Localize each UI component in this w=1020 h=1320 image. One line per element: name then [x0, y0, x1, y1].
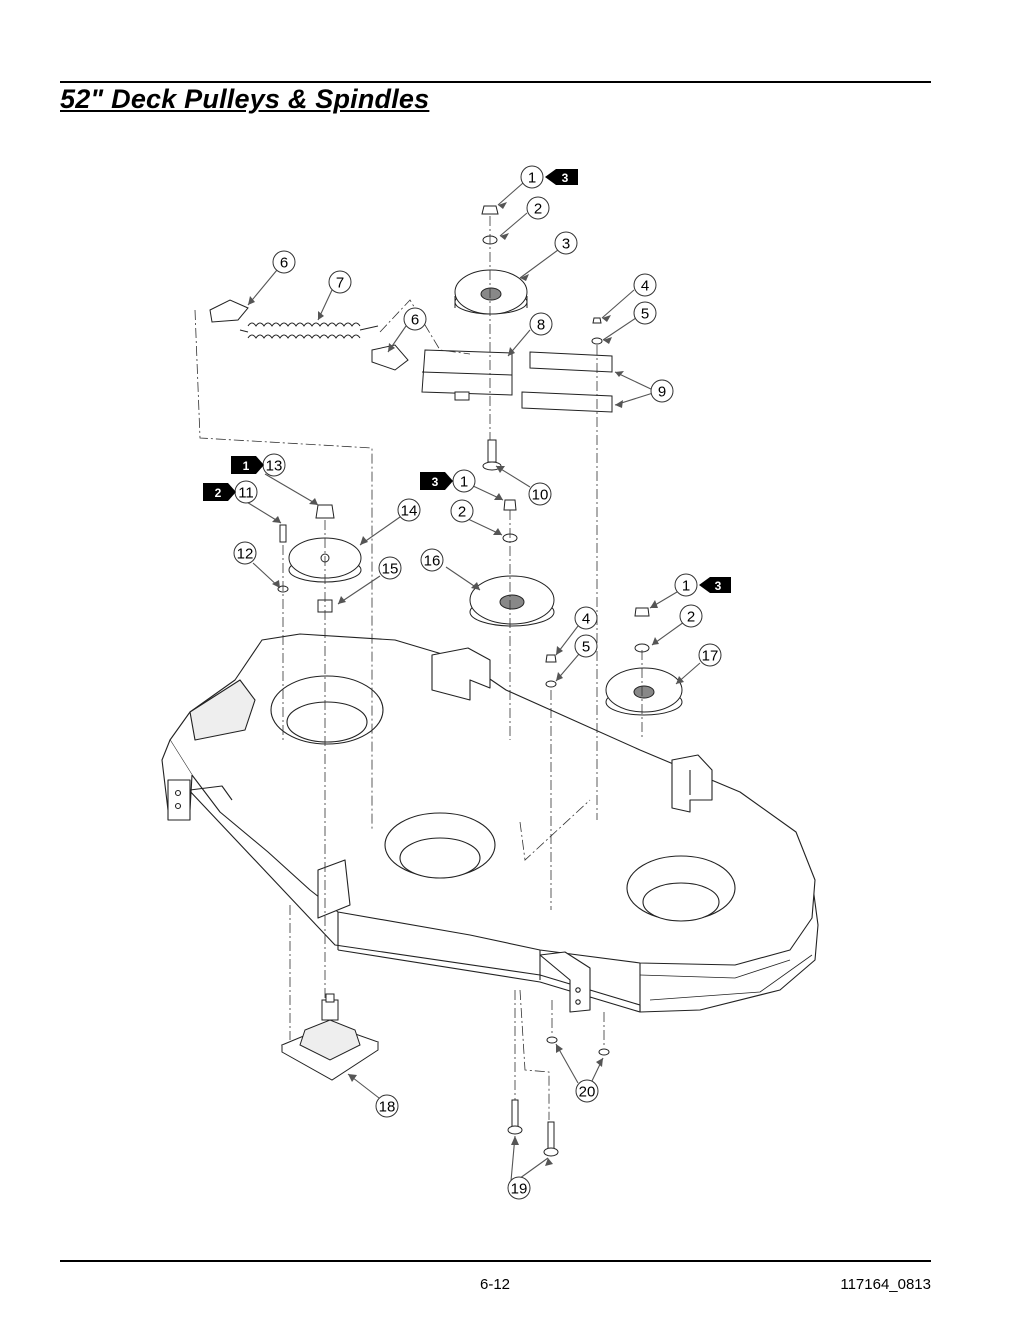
callout-label: 16: [424, 553, 441, 570]
callout-label: 5: [582, 639, 590, 656]
arrowheads: [248, 202, 684, 1166]
callout-label: 15: [382, 561, 399, 578]
callout-label: 9: [658, 384, 666, 401]
note-flag-label: 2: [215, 486, 222, 500]
callout-label: 2: [458, 504, 466, 521]
hardware: [277, 205, 650, 1157]
assembly-centerlines: [194, 216, 643, 1120]
note-flag-label: 1: [243, 459, 250, 473]
mower-deck: [161, 633, 819, 1013]
note-flag-label: 3: [432, 475, 439, 489]
callout-label: 19: [511, 1181, 528, 1198]
document-id: 117164_0813: [840, 1276, 931, 1293]
footer-rule: [60, 1260, 931, 1262]
page-title: 52" Deck Pulleys & Spindles: [60, 84, 430, 114]
callout-label: 13: [266, 458, 283, 475]
callout-label: 17: [702, 648, 719, 665]
note-flag-label: 3: [562, 171, 569, 185]
note-flags: [203, 169, 731, 593]
callout-label: 11: [238, 485, 254, 502]
deck-spindle-openings: [270, 675, 736, 922]
page-number: 6-12: [479, 1276, 511, 1293]
callout-label: 1: [460, 474, 468, 491]
callout-label: 12: [237, 546, 254, 563]
callout-label: 6: [280, 255, 288, 272]
callout-label: 2: [687, 609, 695, 626]
callout-label: 3: [562, 236, 570, 253]
callout-label: 18: [379, 1099, 396, 1116]
callout-label: 2: [534, 201, 542, 218]
callout-label: 10: [532, 487, 549, 504]
note-flag-label: 3: [715, 579, 722, 593]
callout-label: 7: [336, 275, 344, 292]
spindle-assembly: [280, 993, 380, 1081]
callout-label: 14: [401, 503, 418, 520]
callout-label: 6: [411, 312, 419, 329]
callout-label: 1: [682, 578, 690, 595]
tension-spring: [239, 322, 379, 339]
header-rule: [60, 81, 931, 83]
spring-hooks: [209, 299, 409, 371]
callout-label: 4: [582, 611, 590, 628]
callout-label: 8: [537, 317, 545, 334]
callout-label: 4: [641, 278, 649, 295]
idler-plate: [421, 349, 613, 413]
callout-label: 1: [528, 170, 536, 187]
callout-label: 20: [579, 1084, 596, 1101]
callout-label: 5: [641, 306, 649, 323]
